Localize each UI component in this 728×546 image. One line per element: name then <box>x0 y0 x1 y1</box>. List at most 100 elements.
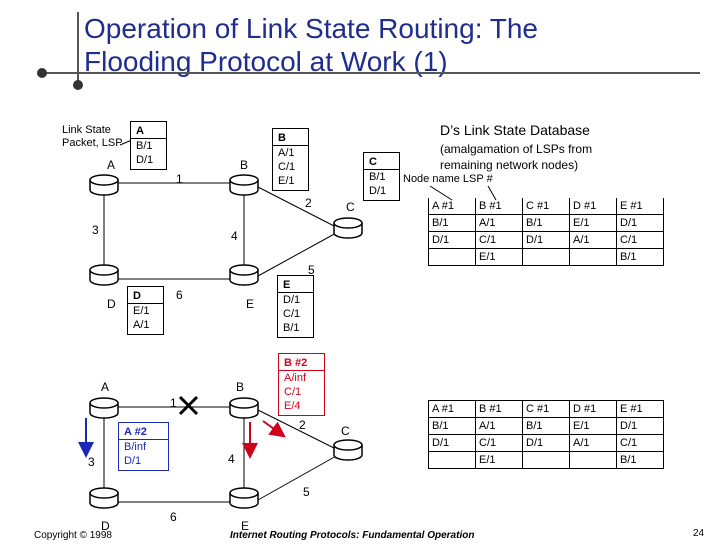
slide-title-line1: Operation of Link State Routing: The <box>84 13 538 44</box>
table-row: B/1 A/1 B/1 E/1 D/1 <box>428 417 664 435</box>
table-cell: B/1 <box>522 214 570 232</box>
node-label-e: E <box>246 297 255 311</box>
node-label-e2: E <box>241 519 250 533</box>
table-row: D/1 C/1 D/1 A/1 C/1 <box>428 434 664 452</box>
link-cost-ab: 1 <box>176 172 183 186</box>
node-label-d: D <box>107 297 116 311</box>
footer-copyright: Copyright © 1998 <box>34 530 112 541</box>
lsp-box-b-seq2: B #2 A/inf C/1 E/4 <box>278 353 325 416</box>
table-cell <box>522 248 570 266</box>
node-label-c: C <box>346 200 355 214</box>
table-cell: D/1 <box>616 417 664 435</box>
router-a2-icon <box>89 397 119 419</box>
link-cost-be2: 4 <box>228 452 235 466</box>
table-header-cell: E #1 <box>616 198 664 215</box>
lsp-number-pointer <box>487 185 497 201</box>
table-cell: E/1 <box>569 417 617 435</box>
table-cell: D/1 <box>428 434 476 452</box>
link-cost-de: 6 <box>176 288 183 302</box>
flood-arrow-b-right-icon <box>262 420 286 438</box>
node-label-c2: C <box>341 424 350 438</box>
lsp-box-e: E D/1 C/1 B/1 <box>277 275 314 338</box>
link-cost-ab2: 1 <box>170 396 177 410</box>
table-row: E/1 B/1 <box>428 451 664 469</box>
slide-title: Operation of Link State Routing: The Flo… <box>84 12 684 78</box>
table-cell: A/1 <box>569 231 617 249</box>
table-header-cell: C #1 <box>522 400 570 418</box>
link-failure-x-icon <box>178 395 199 416</box>
database-annotation: Node name LSP # <box>403 173 493 185</box>
table-header-cell: A #1 <box>428 198 476 215</box>
link-cost-ec2: 5 <box>303 485 310 499</box>
link-cost-be: 4 <box>231 229 238 243</box>
table-cell: B/1 <box>428 417 476 435</box>
top-links <box>103 182 339 280</box>
link-state-database-table-2: A #1 B #1 C #1 D #1 E #1 B/1 A/1 B/1 E/1… <box>428 400 664 469</box>
table-header-cell: C #1 <box>522 198 570 215</box>
table-cell <box>428 451 476 469</box>
table-cell: C/1 <box>616 434 664 452</box>
table-row: D/1 C/1 D/1 A/1 C/1 <box>428 231 664 249</box>
lsp-box-a-seq2: A #2 B/inf D/1 <box>118 422 169 471</box>
table-cell: C/1 <box>475 231 523 249</box>
table-cell: A/1 <box>569 434 617 452</box>
link-cost-ad2: 3 <box>88 455 95 469</box>
slide-title-line2: Flooding Protocol at Work (1) <box>84 46 448 77</box>
router-d-icon <box>89 264 119 286</box>
table-header-cell: E #1 <box>616 400 664 418</box>
table-header-cell: B #1 <box>475 400 523 418</box>
node-label-a2: A <box>101 380 110 394</box>
router-b2-icon <box>229 397 259 419</box>
table-header-cell: D #1 <box>569 400 617 418</box>
router-e2-icon <box>229 487 259 509</box>
node-label-d2: D <box>101 519 110 533</box>
node-label-a: A <box>107 158 116 172</box>
table-cell: A/1 <box>475 214 523 232</box>
title-decoration <box>37 12 700 90</box>
table-cell: D/1 <box>428 231 476 249</box>
table-header-row: A #1 B #1 C #1 D #1 E #1 <box>428 400 664 418</box>
table-header-cell: A #1 <box>428 400 476 418</box>
table-cell <box>569 451 617 469</box>
lsp-box-b: B A/1 C/1 E/1 <box>272 128 309 191</box>
lsp-caption: Link State Packet, LSP <box>62 124 123 149</box>
table-cell: B/1 <box>428 214 476 232</box>
router-b-icon <box>229 174 259 196</box>
table-row: B/1 A/1 B/1 E/1 D/1 <box>428 214 664 232</box>
footer-page-number: 24 <box>693 528 705 539</box>
table-cell: B/1 <box>616 451 664 469</box>
router-a-icon <box>89 174 119 196</box>
router-c-icon <box>333 217 363 239</box>
table-cell: C/1 <box>475 434 523 452</box>
table-row: E/1 B/1 <box>428 248 664 266</box>
table-header-cell: B #1 <box>475 198 523 215</box>
node-label-b: B <box>240 158 249 172</box>
table-cell: E/1 <box>475 451 523 469</box>
table-header-row: A #1 B #1 C #1 D #1 E #1 <box>428 198 664 215</box>
table-header-cell: D #1 <box>569 198 617 215</box>
table-cell: D/1 <box>522 231 570 249</box>
link-cost-bc: 2 <box>305 196 312 210</box>
link-cost-de2: 6 <box>170 510 177 524</box>
lsp-box-c: C B/1 D/1 <box>363 152 400 201</box>
router-d2-icon <box>89 487 119 509</box>
table-cell <box>428 248 476 266</box>
database-title: D’s Link State Database <box>440 122 590 138</box>
table-cell: D/1 <box>616 214 664 232</box>
lsp-box-d: D E/1 A/1 <box>127 286 164 335</box>
link-cost-ec: 5 <box>308 263 315 277</box>
node-name-pointer <box>429 185 453 201</box>
table-cell: D/1 <box>522 434 570 452</box>
table-cell: A/1 <box>475 417 523 435</box>
router-c2-icon <box>333 439 363 461</box>
link-cost-bc2: 2 <box>299 418 306 432</box>
link-state-database-table: A #1 B #1 C #1 D #1 E #1 B/1 A/1 B/1 E/1… <box>428 198 664 266</box>
table-cell: C/1 <box>616 231 664 249</box>
table-cell: E/1 <box>569 214 617 232</box>
link-cost-ad: 3 <box>92 223 99 237</box>
table-cell: E/1 <box>475 248 523 266</box>
table-cell: B/1 <box>616 248 664 266</box>
database-subtitle: (amalgamation of LSPs from remaining net… <box>440 142 593 172</box>
table-cell: B/1 <box>522 417 570 435</box>
